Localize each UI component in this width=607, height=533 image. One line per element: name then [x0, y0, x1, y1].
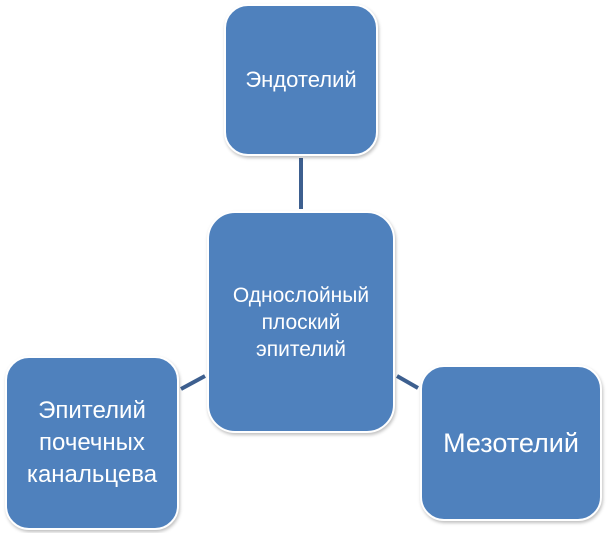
- node-renal-tubule-epithelium-label: Эпителий почечных канальцева: [26, 397, 158, 488]
- node-endothelium: Эндотелий: [224, 4, 378, 156]
- node-simple-squamous-epithelium: Однослойный плоский эпителий: [207, 211, 395, 433]
- node-renal-tubule-epithelium: Эпителий почечных канальцева: [5, 356, 179, 530]
- node-mesothelium-label: Мезотелий: [443, 428, 579, 458]
- node-mesothelium: Мезотелий: [420, 365, 602, 521]
- connector-left: [180, 374, 206, 391]
- node-simple-squamous-epithelium-label: Однослойный плоский эпителий: [232, 283, 370, 361]
- node-endothelium-label: Эндотелий: [245, 67, 357, 92]
- connector-right: [396, 374, 419, 390]
